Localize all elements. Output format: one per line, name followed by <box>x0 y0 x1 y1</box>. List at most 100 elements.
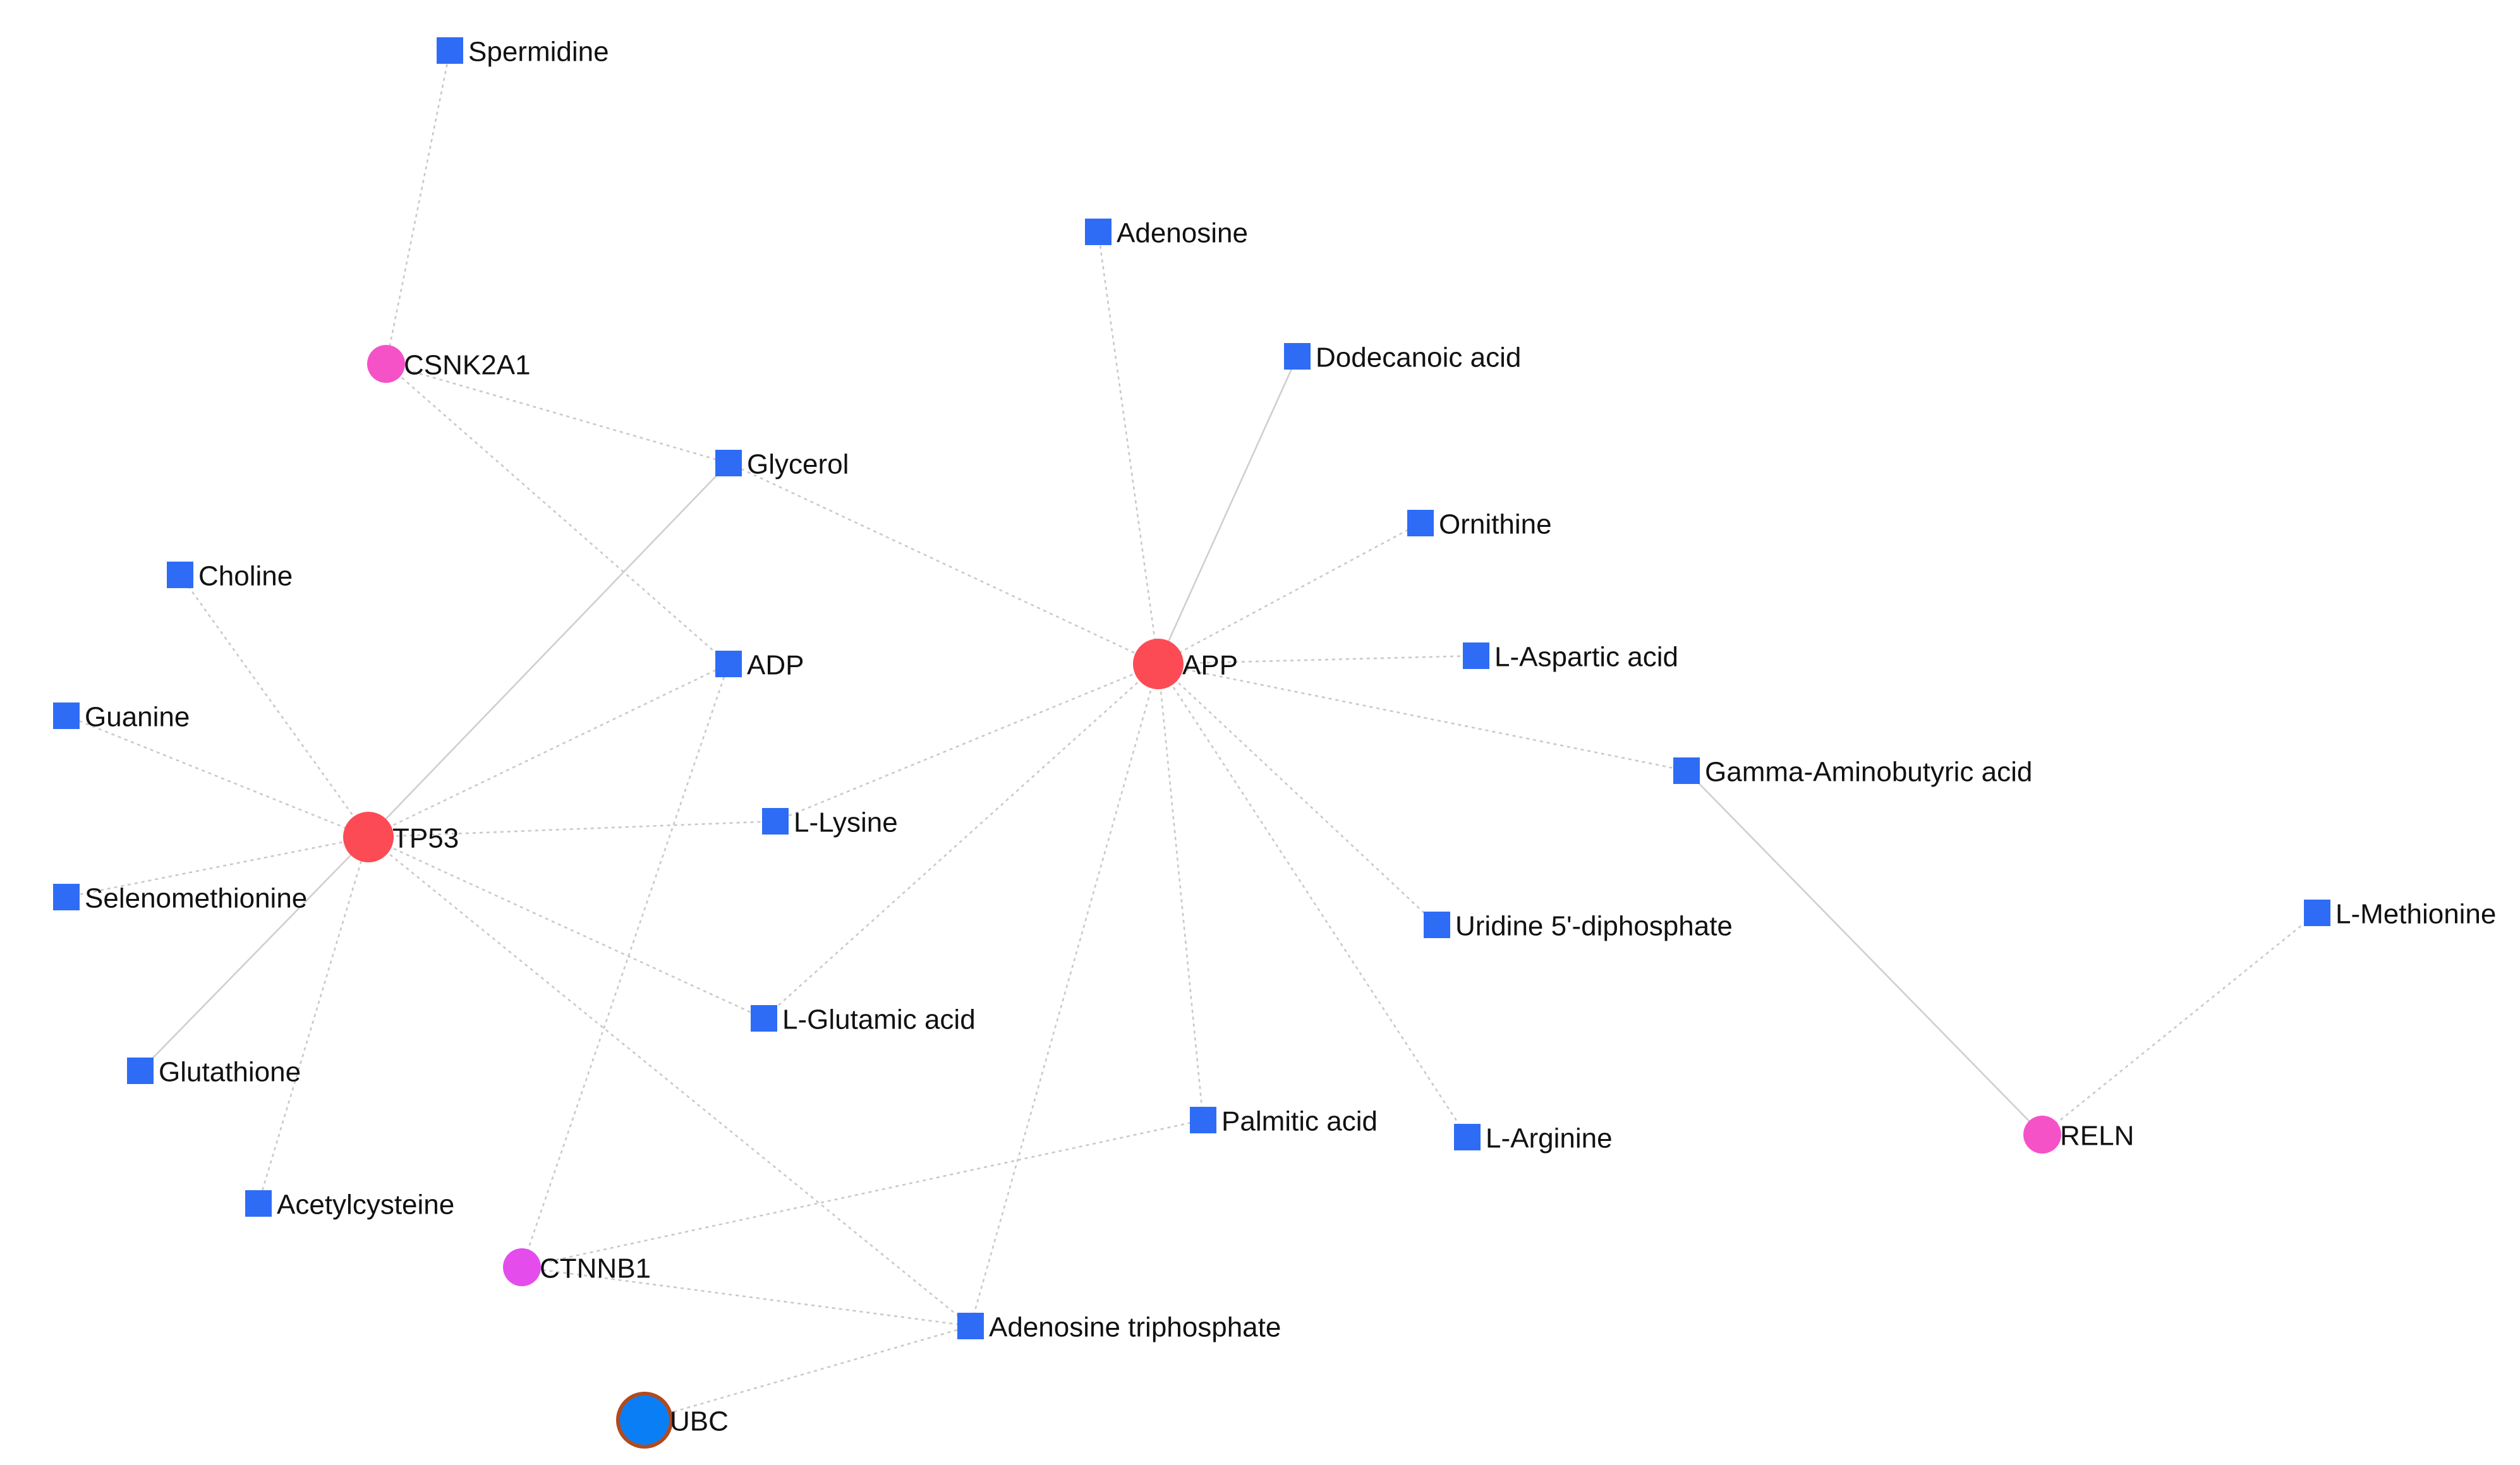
node-reln[interactable]: RELN <box>2023 1116 2134 1154</box>
metabolite-square-icon <box>1673 757 1700 784</box>
edge-gaba-reln <box>1686 770 2043 1135</box>
metabolite-square-icon <box>715 651 742 677</box>
node-palmitic[interactable]: Palmitic acid <box>1190 1106 1378 1137</box>
node-label: CTNNB1 <box>540 1253 651 1284</box>
metabolite-square-icon <box>1284 343 1311 370</box>
metabolite-square-icon <box>437 37 463 64</box>
edge-app-arginine <box>1157 663 1469 1138</box>
metabolite-square-icon <box>53 884 80 910</box>
metabolite-square-icon <box>957 1313 984 1339</box>
edge-dodecanoic-app <box>1157 356 1299 665</box>
node-choline[interactable]: Choline <box>167 561 293 592</box>
node-dodecanoic[interactable]: Dodecanoic acid <box>1284 342 1521 373</box>
node-glutamic[interactable]: L-Glutamic acid <box>751 1004 976 1035</box>
node-label: RELN <box>2060 1121 2134 1152</box>
node-label: Choline <box>198 561 293 592</box>
gene-circle-icon <box>616 1392 673 1449</box>
edge-app-udp <box>1158 663 1438 925</box>
gene-circle-icon <box>1133 639 1184 689</box>
node-lysine[interactable]: L-Lysine <box>762 807 898 838</box>
gene-circle-icon <box>343 812 394 862</box>
node-label: ADP <box>747 650 804 681</box>
edge-csnk2a1-adp <box>385 363 729 665</box>
edge-acetylcysteine-tp53 <box>257 836 370 1204</box>
edge-spermidine-csnk2a1 <box>385 50 451 365</box>
edge-adenosine-app <box>1097 231 1160 665</box>
edge-tp53-adp <box>368 663 729 838</box>
node-app[interactable]: APP <box>1133 639 1238 689</box>
metabolite-square-icon <box>2304 900 2330 926</box>
edge-app-palmitic <box>1157 663 1204 1121</box>
metabolite-square-icon <box>167 562 193 588</box>
metabolite-square-icon <box>1407 510 1434 536</box>
node-label: Guanine <box>85 702 190 733</box>
edge-app-lysine <box>775 663 1159 823</box>
metabolite-square-icon <box>1454 1124 1481 1150</box>
node-glycerol[interactable]: Glycerol <box>715 449 849 480</box>
metabolite-square-icon <box>1190 1107 1216 1133</box>
node-label: Glycerol <box>747 449 849 480</box>
node-csnk2a1[interactable]: CSNK2A1 <box>367 345 531 383</box>
node-aspartic[interactable]: L-Aspartic acid <box>1463 642 1678 673</box>
node-adp[interactable]: ADP <box>715 650 804 681</box>
node-label: Glutathione <box>159 1057 301 1088</box>
gene-circle-icon <box>503 1248 541 1286</box>
node-adenosine[interactable]: Adenosine <box>1085 218 1248 249</box>
node-udp[interactable]: Uridine 5'-diphosphate <box>1424 911 1733 942</box>
gene-circle-icon <box>367 345 405 383</box>
node-label: Selenomethionine <box>85 883 307 914</box>
edge-guanine-tp53 <box>66 714 369 838</box>
node-methionine[interactable]: L-Methionine <box>2304 899 2496 930</box>
node-atp[interactable]: Adenosine triphosphate <box>957 1312 1281 1343</box>
metabolite-square-icon <box>1463 642 1489 669</box>
metabolite-square-icon <box>1424 912 1450 938</box>
edge-selenomethionine-tp53 <box>66 836 369 898</box>
edge-atp-ubc <box>644 1325 971 1421</box>
node-label: APP <box>1182 650 1238 681</box>
edge-tp53-lysine <box>368 820 776 838</box>
node-label: UBC <box>670 1406 729 1437</box>
gene-circle-icon <box>2023 1116 2061 1154</box>
edge-ornithine-app <box>1158 522 1421 665</box>
node-guanine[interactable]: Guanine <box>53 702 190 733</box>
edge-adp-ctnnb1 <box>521 663 730 1268</box>
node-label: Spermidine <box>468 37 609 68</box>
node-label: Uridine 5'-diphosphate <box>1455 911 1733 942</box>
node-ornithine[interactable]: Ornithine <box>1407 509 1552 540</box>
node-arginine[interactable]: L-Arginine <box>1454 1123 1613 1154</box>
edge-layer <box>66 50 2318 1421</box>
metabolite-square-icon <box>53 702 80 729</box>
node-ctnnb1[interactable]: CTNNB1 <box>503 1248 651 1286</box>
node-selenomethionine[interactable]: Selenomethionine <box>53 883 307 914</box>
node-label: L-Glutamic acid <box>782 1004 976 1035</box>
node-spermidine[interactable]: Spermidine <box>437 37 609 68</box>
edge-app-glutamic <box>763 663 1159 1019</box>
node-label: CSNK2A1 <box>404 350 531 381</box>
edge-app-atp <box>969 663 1160 1327</box>
edge-glutathione-tp53 <box>140 836 369 1071</box>
node-label: TP53 <box>392 823 459 854</box>
metabolite-square-icon <box>751 1005 777 1032</box>
edge-methionine-reln <box>2042 912 2318 1136</box>
edge-tp53-atp <box>368 836 971 1327</box>
edge-ctnnb1-palmitic <box>521 1119 1204 1269</box>
node-label: L-Arginine <box>1486 1123 1613 1154</box>
edge-tp53-glutamic <box>368 836 765 1020</box>
node-gaba[interactable]: Gamma-Aminobutyric acid <box>1673 757 2032 788</box>
metabolite-square-icon <box>762 808 789 835</box>
metabolite-square-icon <box>245 1190 272 1217</box>
node-label: Ornithine <box>1439 509 1552 540</box>
node-ubc[interactable]: UBC <box>616 1392 729 1449</box>
edge-choline-tp53 <box>179 574 370 838</box>
node-tp53[interactable]: TP53 <box>343 812 459 862</box>
node-label: Acetylcysteine <box>277 1190 454 1221</box>
node-label: Palmitic acid <box>1221 1106 1378 1137</box>
node-label: L-Methionine <box>2335 899 2496 930</box>
node-glutathione[interactable]: Glutathione <box>127 1057 301 1088</box>
node-acetylcysteine[interactable]: Acetylcysteine <box>245 1190 454 1221</box>
node-label: L-Aspartic acid <box>1494 642 1678 673</box>
edge-ctnnb1-atp <box>521 1266 971 1327</box>
edge-glycerol-tp53 <box>368 462 729 838</box>
